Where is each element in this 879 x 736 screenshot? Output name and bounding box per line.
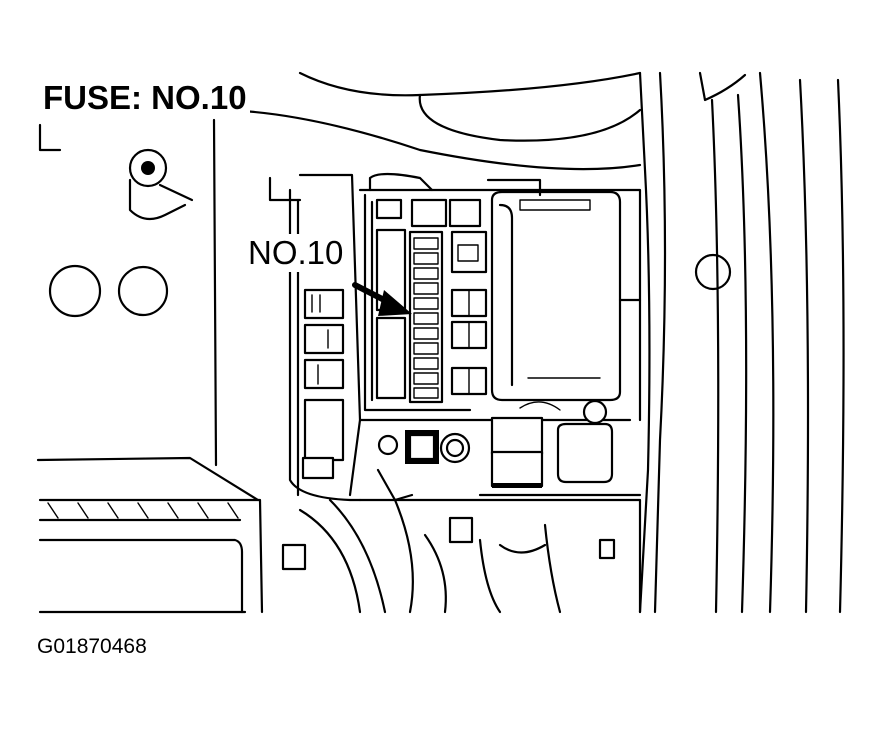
lower-terminals [376,399,614,502]
wire-harness [281,498,616,614]
figure-id: G01870468 [37,635,147,658]
side-connectors [301,288,345,480]
battery-tray [38,498,264,614]
large-relay-block [490,190,622,402]
callout-arrow [352,282,412,316]
mini-fuse-column [408,230,444,404]
fuse-callout-label: NO.10 [246,234,346,272]
diagram-title: FUSE: NO.10 [40,78,250,118]
top-caps [375,198,482,228]
relay-slots-right [450,230,488,396]
fender-outline [36,71,845,614]
fuse-box [268,172,642,614]
clip-top-left [128,148,194,221]
panel-holes [48,253,732,318]
